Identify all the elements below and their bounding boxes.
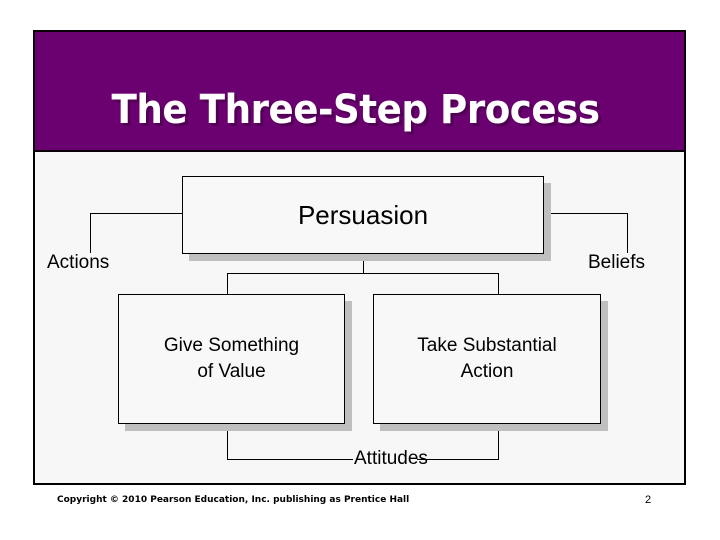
diagram-label-beliefs: Beliefs bbox=[588, 252, 646, 273]
page-title: The Three-Step Process bbox=[111, 87, 600, 133]
diagram-label-actions: Actions bbox=[47, 252, 110, 273]
diagram-box-give-line2: of Value bbox=[197, 361, 266, 382]
diagram-box-persuasion-label: Persuasion bbox=[297, 199, 429, 230]
diagram-box-give-line1: Give Something bbox=[163, 335, 300, 356]
diagram-box-persuasion[interactable]: Persuasion bbox=[182, 176, 544, 254]
connector-persuasion-to-actions-vertical bbox=[90, 213, 91, 253]
connector-persuasion-to-beliefs-vertical bbox=[627, 213, 628, 253]
connector-give-box-to-attitudes-vertical bbox=[227, 424, 228, 460]
footer-page-number: 2 bbox=[645, 494, 652, 506]
footer-copyright: Copyright © 2010 Pearson Education, Inc.… bbox=[57, 495, 410, 505]
connector-persuasion-stem bbox=[363, 254, 364, 274]
connector-attitudes-right-horizontal bbox=[415, 459, 499, 460]
diagram-box-give-something-of-value[interactable]: Give Something of Value bbox=[118, 294, 345, 424]
connector-persuasion-to-beliefs-horizontal bbox=[544, 213, 627, 214]
title-band: The Three-Step Process bbox=[33, 30, 686, 152]
diagram-label-attitudes: Attitudes bbox=[353, 448, 428, 470]
connector-drop-to-take-box bbox=[498, 273, 499, 295]
diagram-panel: Persuasion Give Something of Value Take … bbox=[33, 152, 686, 485]
diagram-box-take-line1: Take Substantial bbox=[417, 335, 557, 356]
diagram-box-take-substantial-action[interactable]: Take Substantial Action bbox=[373, 294, 601, 424]
connector-drop-to-give-box bbox=[227, 273, 228, 295]
connector-branch-bus bbox=[227, 273, 499, 274]
connector-take-box-to-attitudes-vertical bbox=[498, 424, 499, 460]
connector-attitudes-left-horizontal bbox=[227, 459, 353, 460]
diagram-box-take-line2: Action bbox=[460, 361, 514, 382]
connector-persuasion-to-actions-horizontal bbox=[90, 213, 183, 214]
